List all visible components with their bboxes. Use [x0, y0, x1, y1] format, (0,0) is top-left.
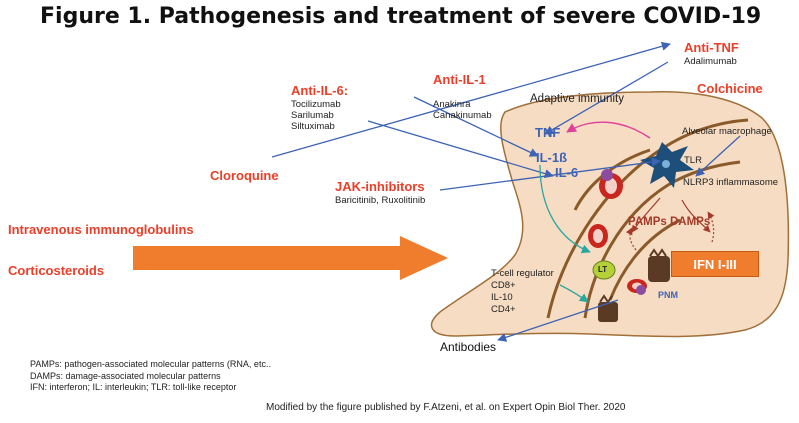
tcell-label: T-cell regulator: [491, 268, 554, 279]
antibody-line: [497, 299, 619, 342]
pamps-damps-label: PAMPs DAMPs: [628, 216, 711, 228]
tnf-label: TNF: [535, 125, 561, 140]
footnotes: PAMPs: pathogen-associated molecular pat…: [30, 359, 271, 394]
alveolus-arc-2: [583, 160, 741, 319]
tlr-label: TLR: [684, 155, 702, 166]
il-to-tcell-arrow: [539, 164, 591, 254]
adaptive-immunity-label: Adaptive immunity: [530, 93, 624, 105]
il6-label: IL-6: [555, 165, 579, 180]
ivig-label: Intravenous immunoglobulins: [8, 222, 194, 237]
antiil1-line: [413, 96, 539, 157]
antibodies-label: Antibodies: [440, 340, 497, 354]
footnote-line: DAMPs: damage-associated molecular patte…: [30, 370, 221, 381]
il1b-label: IL-1ß: [536, 150, 568, 165]
anti-il6-drug: Tocilizumab: [291, 99, 341, 110]
epithelial-cell: [648, 256, 670, 282]
figure-title: Figure 1. Pathogenesis and treatment of …: [40, 4, 762, 29]
virus-particle: [636, 285, 646, 295]
anti-tnf-drug: Adalimumab: [684, 56, 737, 67]
ifn-box: IFN I-III: [671, 251, 759, 277]
red-blood-cell: [588, 224, 608, 248]
jak-inhibitors-label: JAK-inhibitors: [335, 179, 425, 194]
jak-inhibitors-drug: Baricitinib, Ruxolitinib: [335, 195, 426, 206]
tcell-label: CD8+: [491, 280, 516, 291]
virus-particle: [601, 169, 613, 181]
anti-il6-drug: Siltuximab: [291, 121, 335, 132]
jak-line: [439, 157, 661, 191]
colchicine-label: Colchicine: [697, 81, 763, 96]
anti-il6-drug: Sarilumab: [291, 110, 334, 121]
epithelial-cell: [598, 302, 618, 322]
cloroquine-label: Cloroquine: [210, 168, 279, 183]
tcell-label: CD4+: [491, 304, 516, 315]
cloroquine-line: [271, 41, 671, 158]
colchicine-line: [695, 135, 741, 177]
anti-il6-label: Anti-IL-6:: [291, 83, 349, 98]
pnm-label: PNM: [658, 290, 678, 300]
antiil6-line: [367, 120, 554, 179]
anti-il1-drug: Anakinra: [433, 99, 471, 110]
anti-il1-label: Anti-IL-1: [433, 72, 486, 87]
macrophage-to-tnf-arrow: [566, 121, 651, 139]
anti-tnf-label: Anti-TNF: [684, 40, 739, 55]
treatment-arrow: [133, 236, 448, 280]
nlrp3-label: NLRP3 inflammasome: [683, 177, 779, 188]
alveolus-arc-3: [608, 218, 681, 301]
footnote-line: IFN: interferon; IL: interleukin; TLR: t…: [30, 382, 237, 392]
credit-line: Modified by the figure published by F.At…: [266, 402, 626, 413]
footnote-line: PAMPs: pathogen-associated molecular pat…: [30, 359, 271, 369]
tcell-arrow: [559, 284, 589, 303]
antitnf-line: [544, 61, 669, 135]
anti-il1-drug: Canakinumab: [433, 110, 492, 121]
corticosteroids-label: Corticosteroids: [8, 263, 105, 278]
alveolar-macrophage-label: Alveolar macrophage: [682, 126, 772, 137]
tcell-label: IL-10: [491, 292, 513, 303]
lt-label: LT: [598, 265, 608, 274]
